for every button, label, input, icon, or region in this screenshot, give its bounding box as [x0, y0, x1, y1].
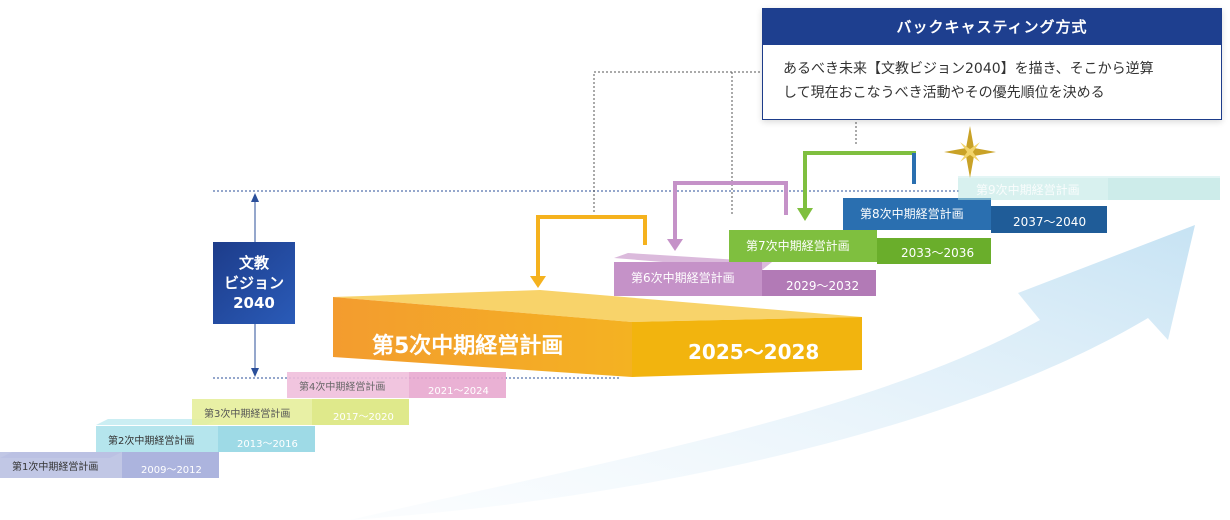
step-1-period: 2009〜2012	[141, 465, 202, 476]
step-8-label: 第8次中期経営計画	[860, 207, 964, 221]
step-1	[0, 452, 219, 478]
step-4-label: 第4次中期経営計画	[299, 382, 386, 393]
backcasting-line-2: して現在おこなうべき活動やその優先順位を決める	[783, 85, 1105, 101]
step-6	[614, 253, 876, 296]
step-2-label: 第2次中期経営計画	[108, 436, 195, 447]
step-9	[958, 176, 1220, 200]
step-5-label: 第5次中期経営計画	[372, 334, 564, 359]
growth-arrow	[350, 225, 1195, 520]
step-2-period: 2013〜2016	[237, 439, 298, 450]
backcasting-box: バックキャスティング方式 あるべき未来【文教ビジョン2040】を描き、そこから逆…	[762, 8, 1222, 120]
step-2	[96, 419, 315, 452]
step-7	[729, 230, 991, 264]
backcasting-title: バックキャスティング方式	[763, 9, 1221, 45]
arrow-to-step5	[536, 215, 647, 277]
step-1-label: 第1次中期経営計画	[12, 462, 99, 473]
step-3-label: 第3次中期経営計画	[204, 409, 291, 420]
step-9-label: 第9次中期経営計画	[976, 183, 1080, 197]
step-8-period: 2037〜2040	[1013, 215, 1087, 229]
step-8	[843, 198, 1107, 233]
step-5-period: 2025〜2028	[688, 340, 820, 364]
star-icon	[944, 126, 996, 178]
backcast-connector	[593, 71, 857, 215]
step-5	[333, 290, 862, 377]
backcasting-line-1: あるべき未来【文教ビジョン2040】を描き、そこから逆算	[783, 61, 1154, 77]
step-3-period: 2017〜2020	[333, 412, 394, 423]
step-7-period: 2033〜2036	[901, 246, 975, 260]
step-4	[287, 372, 506, 398]
step-4-period: 2021〜2024	[428, 386, 489, 397]
vision-2040-label: 文教 ビジョン 2040	[213, 242, 295, 324]
arrow-to-step6	[673, 181, 788, 240]
step-6-period: 2029〜2032	[786, 279, 860, 293]
step-3	[192, 399, 409, 425]
backcasting-description: あるべき未来【文教ビジョン2040】を描き、そこから逆算 して現在おこなうべき活…	[783, 57, 1203, 105]
step-6-label: 第6次中期経営計画	[631, 271, 735, 285]
step-7-label: 第7次中期経営計画	[746, 239, 850, 253]
